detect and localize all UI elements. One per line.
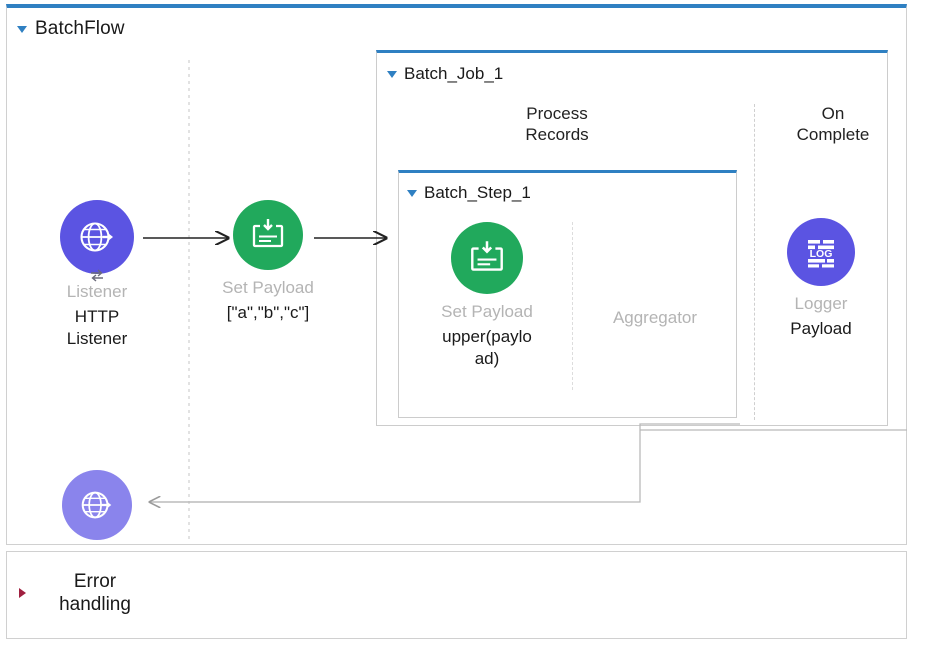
node-logger[interactable]: LOG Logger Payload	[770, 218, 872, 340]
globe-arrow-icon	[81, 491, 112, 519]
svg-text:LOG: LOG	[810, 248, 833, 260]
set-payload-inner-component-name: Set Payload	[441, 302, 533, 321]
batch-step-title: Batch_Step_1	[424, 183, 531, 202]
log-icon: LOG	[808, 240, 834, 268]
response-circle[interactable]	[62, 470, 132, 540]
lane-process-line1: Process	[526, 104, 588, 123]
set-payload-inner-value-line1: upper(paylo	[442, 327, 532, 347]
error-handling-label: Error handling	[40, 570, 150, 616]
error-handling-line2: handling	[59, 594, 131, 616]
lane-label-process-records: Process Records	[472, 104, 642, 145]
http-listener-label-line1: HTTP	[74, 307, 120, 327]
triangle-right-icon[interactable]	[19, 588, 26, 599]
logger-value: Payload	[790, 319, 852, 339]
lane-oncomplete-line2: Complete	[796, 124, 870, 144]
node-set-payload-main[interactable]: Set Payload ["a","b","c"]	[212, 200, 324, 324]
error-handling-header[interactable]: Error handling	[19, 570, 150, 616]
set-payload-value: ["a","b","c"]	[226, 303, 310, 323]
batchflow-header[interactable]: BatchFlow	[17, 18, 125, 40]
lane-oncomplete-line1: On	[821, 104, 845, 123]
batch-job-header[interactable]: Batch_Job_1	[387, 64, 503, 84]
triangle-down-icon[interactable]	[387, 70, 397, 78]
lane-process-line2: Records	[525, 124, 589, 144]
http-listener-component-name: Listener	[66, 282, 128, 301]
set-payload-circle[interactable]	[233, 200, 303, 270]
set-payload-inner-value-line2: ad)	[474, 349, 500, 369]
http-listener-circle[interactable]	[60, 200, 134, 282]
globe-arrow-icon	[80, 222, 113, 252]
set-payload-icon	[252, 219, 284, 248]
lane-divider	[754, 104, 755, 420]
node-set-payload-inner[interactable]: Set Payload upper(paylo ad)	[429, 222, 545, 370]
error-handling-panel[interactable]: Error handling	[6, 551, 907, 639]
lane-label-on-complete: On Complete	[768, 104, 898, 145]
aggregator-component-name: Aggregator	[612, 308, 698, 327]
logger-circle[interactable]: LOG	[787, 218, 855, 286]
batch-step-divider	[572, 222, 573, 390]
set-payload-inner-circle[interactable]	[451, 222, 523, 294]
node-http-listener[interactable]: Listener HTTP Listener	[42, 200, 152, 350]
triangle-down-icon[interactable]	[407, 189, 417, 197]
node-aggregator[interactable]: Aggregator	[585, 222, 725, 328]
error-handling-line1: Error	[73, 571, 117, 592]
batch-step-container[interactable]: Batch_Step_1	[398, 170, 737, 418]
exchange-icon	[88, 267, 106, 283]
set-payload-component-name: Set Payload	[222, 278, 314, 297]
node-response[interactable]	[60, 470, 134, 540]
batch-job-title: Batch_Job_1	[404, 64, 504, 83]
flow-title: BatchFlow	[35, 18, 125, 39]
http-listener-label-line2: Listener	[66, 329, 128, 349]
triangle-down-icon[interactable]	[17, 25, 27, 33]
logger-component-name: Logger	[794, 294, 848, 313]
set-payload-icon	[471, 241, 503, 271]
batch-step-header[interactable]: Batch_Step_1	[407, 183, 531, 203]
